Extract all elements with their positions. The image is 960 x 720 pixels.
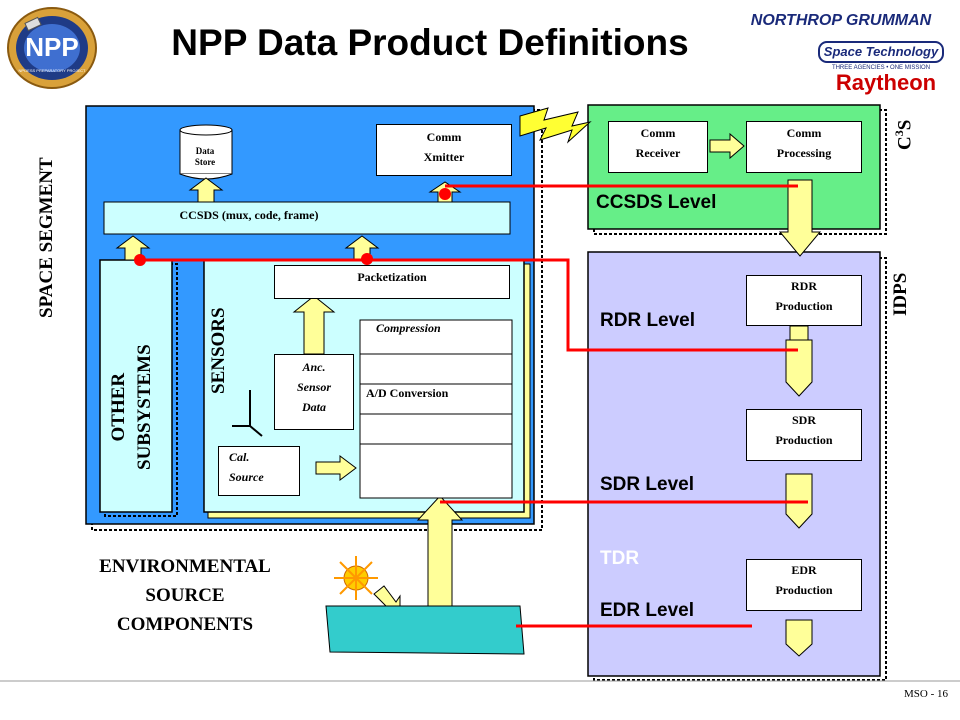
rdr-level-line bbox=[140, 258, 798, 352]
sdr-level-label: SDR Level bbox=[600, 474, 694, 495]
rdr-production-line1: RDR bbox=[791, 279, 817, 293]
lightning-icon bbox=[519, 107, 592, 144]
data-store-label: Data Store bbox=[194, 146, 216, 167]
environment-line3: COMPONENTS bbox=[116, 614, 254, 635]
packetization-box: Packetization bbox=[274, 265, 510, 299]
ad-conversion-label: A/D Conversion bbox=[366, 386, 449, 400]
rdr-production-box: RDR Production bbox=[746, 275, 862, 326]
cal-line1: Cal. bbox=[229, 450, 250, 464]
arrow-c3s-idps bbox=[778, 179, 822, 257]
footer-slide-number: MSO - 16 bbox=[903, 688, 948, 700]
other-subsystems-label: OTHER SUBSYSTEMS bbox=[106, 344, 158, 470]
northrop-grumman-logo: NORTHROP GRUMMAN bbox=[750, 12, 932, 29]
water-surface bbox=[325, 605, 525, 655]
cal-source-box: Cal. Source bbox=[218, 446, 300, 496]
sdr-production-box: SDR Production bbox=[746, 409, 862, 461]
comm-xmitter-box: Comm Xmitter bbox=[376, 124, 512, 176]
environment-line2: SOURCE bbox=[145, 585, 225, 606]
comm-xmitter-line1: Comm bbox=[426, 130, 462, 144]
subsystems-label: SUBSYSTEMS bbox=[134, 344, 155, 470]
compression-label: Compression bbox=[376, 321, 441, 335]
npp-logo-text: NPP bbox=[25, 32, 79, 62]
npp-logo: NPP NPOESS PREPARATORY PROJECT bbox=[4, 2, 100, 92]
arrow-recv-proc bbox=[709, 132, 745, 160]
environment-line1: ENVIRONMENTAL bbox=[99, 556, 271, 577]
sensors-label: SENSORS bbox=[208, 307, 229, 394]
sdr-production-line1: SDR bbox=[791, 413, 816, 427]
environment-label: ENVIRONMENTAL SOURCE COMPONENTS bbox=[70, 552, 300, 639]
sun-icon bbox=[334, 556, 378, 600]
space-segment-label: SPACE SEGMENT bbox=[36, 157, 57, 318]
c3s-label-sup: 3 bbox=[892, 130, 906, 137]
npp-logo-subtitle: NPOESS PREPARATORY PROJECT bbox=[18, 68, 86, 73]
anc-line3: Data bbox=[302, 400, 326, 414]
c3s-label-c: C bbox=[894, 136, 916, 150]
arrow-env-up bbox=[416, 495, 464, 623]
tdr-label: TDR bbox=[600, 548, 640, 569]
anc-line1: Anc. bbox=[302, 360, 326, 374]
sdr-production-line2: Production bbox=[775, 433, 833, 447]
c3s-label-s: S bbox=[894, 119, 916, 131]
comm-receiver-line1: Comm bbox=[640, 126, 676, 140]
comm-receiver-line2: Receiver bbox=[635, 146, 681, 160]
edr-pentagon bbox=[785, 619, 813, 657]
anc-sensor-data-box: Anc. Sensor Data bbox=[274, 354, 354, 430]
edr-production-box: EDR Production bbox=[746, 559, 862, 611]
other-subsystems-panel bbox=[99, 259, 173, 513]
raytheon-logo: Raytheon bbox=[835, 70, 937, 95]
edr-level-label: EDR Level bbox=[600, 600, 694, 621]
vendor-logos: NORTHROP GRUMMAN Space Technology THREE … bbox=[730, 8, 952, 95]
idps-label: IDPS bbox=[890, 272, 911, 316]
anc-line2: Sensor bbox=[296, 380, 331, 394]
ccsds-label: CCSDS (mux, code, frame) bbox=[179, 208, 319, 222]
edr-production-line1: EDR bbox=[791, 563, 817, 577]
raytheon-tagline: THREE AGENCIES • ONE MISSION bbox=[831, 65, 931, 71]
compression-box bbox=[359, 319, 513, 355]
ccsds-bar bbox=[103, 201, 511, 235]
rdr-production-line2: Production bbox=[775, 299, 833, 313]
ccsds-level-label: CCSDS Level bbox=[596, 192, 717, 213]
space-technology-logo: Space Technology bbox=[818, 41, 944, 63]
rdr-level-label: RDR Level bbox=[600, 310, 696, 331]
c3s-label: C3S bbox=[892, 120, 916, 150]
edr-production-line2: Production bbox=[775, 583, 833, 597]
comm-processing-line2: Processing bbox=[776, 146, 832, 160]
comm-receiver-box: Comm Receiver bbox=[608, 121, 708, 173]
comm-processing-box: Comm Processing bbox=[746, 121, 862, 173]
comm-processing-line1: Comm bbox=[786, 126, 822, 140]
arrow-anc-up bbox=[292, 295, 336, 355]
other-label: OTHER bbox=[108, 372, 129, 442]
comm-xmitter-line2: Xmitter bbox=[423, 150, 465, 164]
arrow-cal-right bbox=[315, 455, 357, 481]
cal-line2: Source bbox=[229, 470, 264, 484]
page-title: NPP Data Product Definitions bbox=[171, 22, 689, 63]
arrow-store-up bbox=[188, 177, 224, 203]
data-store-icon bbox=[179, 124, 233, 180]
